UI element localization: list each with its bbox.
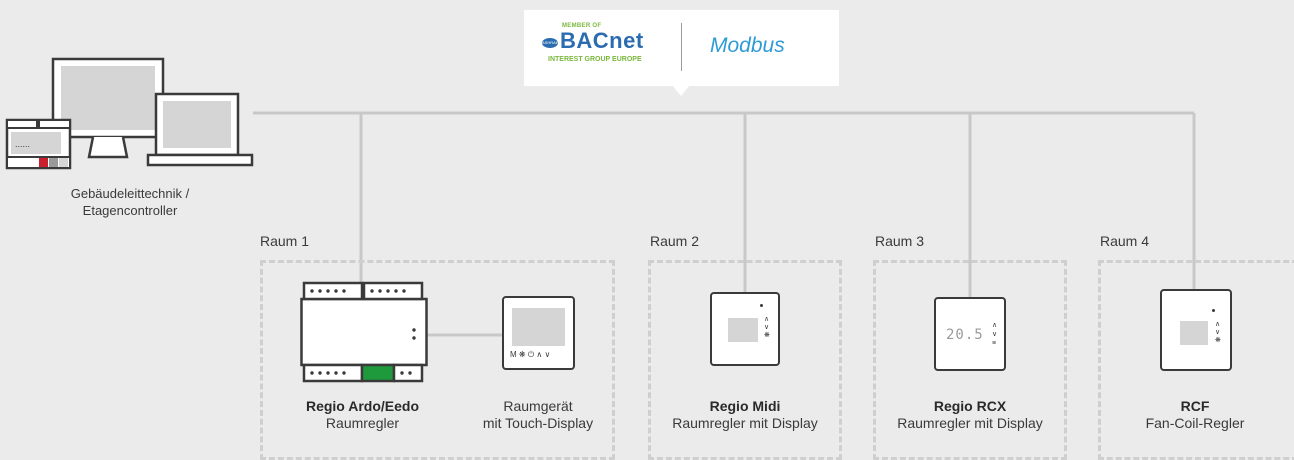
touch-caption: Raumgerät mit Touch-Display [482,398,594,431]
room-label-2: Raum 2 [650,233,700,249]
ardo-device-icon [300,281,428,383]
svg-text:......: ...... [15,139,30,149]
divider [681,23,682,71]
rcf-device-icon: ∧∨❋ [1160,289,1232,371]
touch-device-icon: M ❋ ⏻ ∧ ∨ [502,296,575,370]
computer-icon: ...... [5,57,254,170]
ashrae-icon: ASHRAE [542,38,558,48]
led-dot [1212,309,1215,312]
button-icons: ∧∨≡ [992,322,998,347]
bacnet-logo: MEMBER OF ASHRAE BACnet INTEREST GROUP E… [542,23,644,63]
midi-caption: Regio Midi Raumregler mit Display [672,398,818,431]
rcx-caption: Regio RCX Raumregler mit Display [897,398,1043,431]
rcf-caption: RCF Fan-Coil-Regler [1145,398,1245,431]
protocol-box: MEMBER OF ASHRAE BACnet INTEREST GROUP E… [524,10,839,86]
bms-station: ...... [5,57,257,172]
bms-caption: Gebäudeleittechnik / Etagencontroller [70,186,190,218]
ardo-caption: Regio Ardo/Eedo Raumregler [305,398,420,431]
room-label-4: Raum 4 [1100,233,1150,249]
segment-display: 20.5 [946,327,984,343]
room-label-3: Raum 3 [875,233,925,249]
room-label-1: Raum 1 [260,233,310,249]
modbus-logo: Modbus [710,34,785,57]
touch-screen [512,308,565,346]
protocol-pointer [672,85,690,96]
rcx-device-icon: 20.5 ∧∨≡ [934,297,1006,371]
led-dot [760,304,763,307]
touch-buttons: M ❋ ⏻ ∧ ∨ [510,350,551,359]
button-icons: ∧∨❋ [1215,321,1221,344]
midi-device-icon: ∧∨❋ [710,292,780,366]
button-icons: ∧∨❋ [764,316,770,339]
